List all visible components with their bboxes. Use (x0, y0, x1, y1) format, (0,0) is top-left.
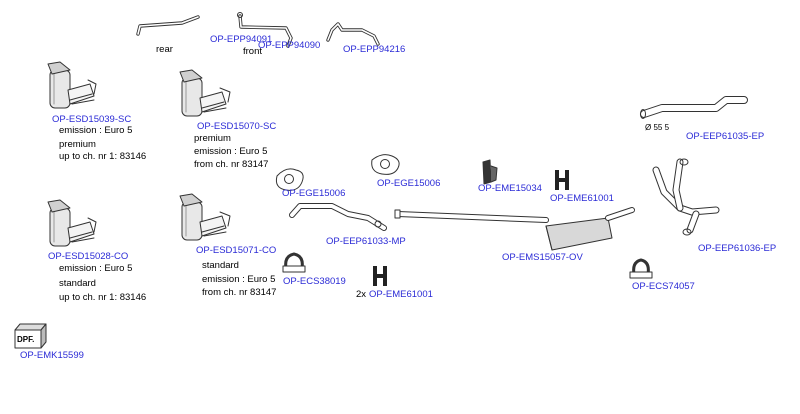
front-pipe-icon[interactable] (289, 203, 387, 231)
part-detail: up to ch. nr 1: 83146 (59, 151, 147, 162)
rubber-hanger-icon[interactable] (555, 170, 569, 190)
part-detail: from ch. nr 83147 (194, 159, 269, 170)
pipe-diameter: Ø 55 5 (645, 123, 670, 132)
part-detail: emission : Euro 5 (202, 274, 276, 285)
part-code-eep61035[interactable]: OP-EEP61035-EP (686, 131, 765, 142)
part-code-eme15034[interactable]: OP-EME15034 (478, 183, 542, 194)
part-detail: up to ch. nr 1: 83146 (59, 292, 147, 303)
part-detail: emission : Euro 5 (194, 146, 268, 157)
rubber-hanger-icon[interactable] (373, 266, 387, 286)
particulate-filter-icon[interactable] (179, 69, 231, 117)
part-note-front: front (243, 46, 263, 57)
part-code-eep61033[interactable]: OP-EEP61033-MP (326, 236, 406, 247)
part-code-eep61036[interactable]: OP-EEP61036-EP (698, 243, 777, 254)
y-pipe-icon[interactable] (652, 158, 720, 236)
part-detail: from ch. nr 83147 (202, 287, 277, 298)
particulate-filter-icon[interactable] (47, 61, 97, 109)
pipe-icon[interactable] (326, 22, 380, 46)
part-code-ecs74057[interactable]: OP-ECS74057 (632, 281, 695, 292)
part-detail: standard (202, 260, 239, 271)
gasket-icon[interactable] (371, 154, 400, 175)
part-code-emk15599[interactable]: OP-EMK15599 (20, 350, 84, 361)
part-code-ecs38019[interactable]: OP-ECS38019 (283, 276, 346, 287)
part-code-ems15057[interactable]: OP-EMS15057-OV (502, 252, 583, 263)
part-code-ege15006[interactable]: OP-EGE15006 (282, 188, 346, 199)
gasket-icon[interactable] (275, 168, 304, 191)
clamp-icon[interactable] (629, 258, 653, 279)
dpf-kit-icon-label: DPF. (17, 335, 35, 344)
part-detail: emission : Euro 5 (59, 125, 133, 136)
rear-pipe-icon[interactable] (136, 15, 200, 36)
part-code-esd15071[interactable]: OP-ESD15071-CO (196, 245, 277, 256)
part-code-eme61001[interactable]: OP-EME61001 (369, 289, 433, 300)
part-code-esd15039[interactable]: OP-ESD15039-SC (52, 114, 132, 125)
part-detail: emission : Euro 5 (59, 263, 133, 274)
part-code-esd15070[interactable]: OP-ESD15070-SC (197, 121, 277, 132)
dpf-kit-icon[interactable] (14, 323, 47, 349)
front-pipe-icon[interactable] (237, 12, 293, 48)
clamp-icon[interactable] (282, 252, 306, 273)
middle-silencer-icon[interactable] (394, 207, 635, 251)
part-detail: standard (59, 278, 96, 289)
tail-pipe-icon[interactable] (640, 96, 748, 119)
part-code-epp94091[interactable]: OP-EPP94091 (210, 34, 273, 45)
part-code-epp94090[interactable]: OP-EPP94090 (258, 40, 321, 51)
particulate-filter-icon[interactable] (179, 193, 231, 241)
part-code-ege15006[interactable]: OP-EGE15006 (377, 178, 441, 189)
part-code-esd15028[interactable]: OP-ESD15028-CO (48, 251, 129, 262)
rubber-hanger-icon[interactable] (482, 159, 498, 185)
particulate-filter-icon[interactable] (47, 199, 97, 247)
part-quantity: 2x (356, 289, 367, 300)
part-note-rear: rear (156, 44, 173, 55)
part-detail: premium (59, 139, 96, 150)
part-code-epp94216[interactable]: OP-EPP94216 (343, 44, 406, 55)
part-detail: premium (194, 133, 231, 144)
part-code-eme61001[interactable]: OP-EME61001 (550, 193, 614, 204)
